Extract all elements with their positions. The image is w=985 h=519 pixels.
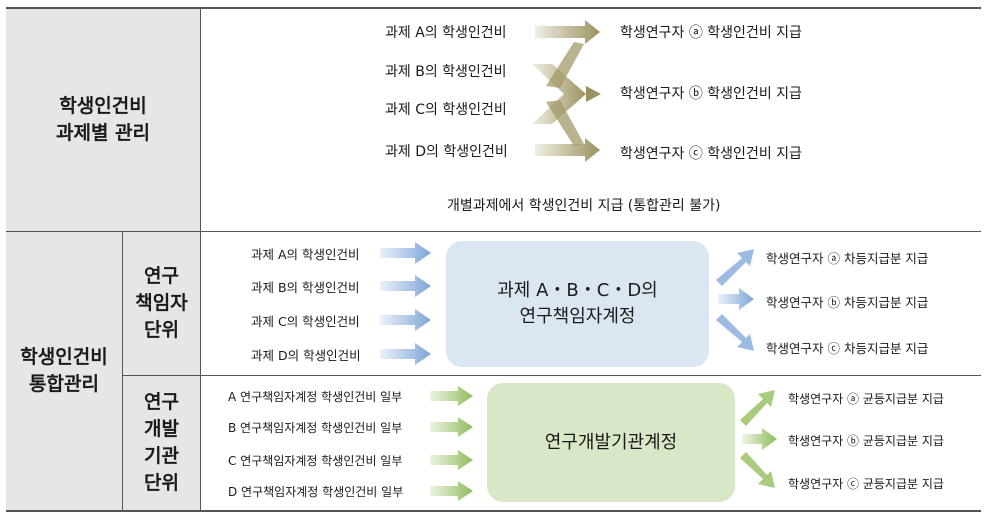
institution-account-box: 연구개발기관계정 — [487, 383, 735, 502]
s2b-arrow-in-d — [430, 481, 473, 501]
s2a-source-d: 과제 D의 학생인건비 — [251, 348, 361, 363]
s2a-source-c: 과제 C의 학생인건비 — [251, 314, 360, 329]
s1-arrow-a — [535, 20, 600, 44]
subsection-divider — [123, 375, 981, 376]
section1-header: 학생인건비 과제별 관리 — [55, 95, 150, 144]
header-cell-bg — [6, 9, 200, 231]
s2a-source-b: 과제 B의 학생인건비 — [251, 280, 360, 295]
s2b-source-c: C 연구책임자계정 학생인건비 일부 — [228, 454, 403, 468]
s2a-arrow-out-b — [718, 288, 754, 310]
s1-target-c: 학생연구자 ⓒ 학생인건비 지급 — [620, 146, 802, 162]
section2-header: 학생인건비 통합관리 — [20, 346, 108, 395]
bottom-border — [6, 510, 981, 512]
s2a-arrow-in-d — [380, 343, 431, 365]
s1-arrow-chevron-down — [546, 100, 584, 146]
s2a-arrow-in-c — [380, 309, 431, 331]
s1-source-d: 과제 D의 학생인건비 — [385, 144, 508, 160]
s2a-source-a: 과제 A의 학생인건비 — [251, 247, 360, 262]
s2b-arrow-out-c — [740, 452, 775, 488]
s1-source-b: 과제 B의 학생인건비 — [385, 64, 507, 80]
s2a-arrow-out-a — [716, 249, 754, 286]
header-cell-bg — [123, 376, 200, 511]
s2b-source-b: B 연구책임자계정 학생인건비 일부 — [228, 421, 403, 435]
s2a-arrow-in-b — [380, 275, 431, 297]
s2a-target-a: 학생연구자 ⓐ 차등지급분 지급 — [766, 251, 929, 266]
institution-unit-header: 연구 개발 기관 단위 — [144, 391, 179, 494]
top-border — [6, 7, 981, 9]
s1-target-b: 학생연구자 ⓑ 학생인건비 지급 — [620, 86, 802, 102]
s2b-source-d: D 연구책임자계정 학생인건비 일부 — [228, 485, 404, 499]
s2a-target-b: 학생연구자 ⓑ 차등지급분 지급 — [766, 295, 929, 310]
header-column-line — [200, 9, 201, 510]
s2a-arrow-in-a — [380, 242, 431, 264]
header-cell-bg — [6, 232, 122, 511]
s2b-target-a: 학생연구자 ⓐ 균등지급분 지급 — [788, 392, 944, 406]
s2a-arrow-out-c — [716, 314, 754, 351]
section-divider — [6, 231, 981, 232]
s1-target-a: 학생연구자 ⓐ 학생인건비 지급 — [620, 25, 802, 41]
s1-source-a: 과제 A의 학생인건비 — [385, 25, 507, 41]
researcher-unit-header: 연구 책임자 단위 — [135, 265, 188, 341]
s2b-target-b: 학생연구자 ⓑ 균등지급분 지급 — [788, 434, 944, 448]
s1-arrow-b-head — [586, 86, 601, 102]
s2b-source-a: A 연구책임자계정 학생인건비 일부 — [228, 390, 403, 404]
s1-arrow-chevron-up — [546, 42, 584, 88]
s2b-arrow-out-b — [742, 428, 777, 450]
s2b-arrow-out-a — [740, 390, 775, 426]
researcher-account-box: 과제 A・B・C・D의 연구책임자계정 — [446, 241, 709, 367]
s1-arrow-d — [535, 138, 600, 162]
s1-source-c: 과제 C의 학생인건비 — [385, 102, 507, 118]
s2b-arrow-in-a — [430, 386, 473, 406]
s2b-arrow-in-b — [430, 417, 473, 437]
s1-note: 개별과제에서 학생인건비 지급 (통합관리 불가) — [447, 198, 721, 214]
subheader-column-line — [122, 232, 123, 510]
s2b-target-c: 학생연구자 ⓒ 균등지급분 지급 — [788, 477, 944, 491]
s2b-arrow-in-c — [430, 450, 473, 470]
s2a-target-c: 학생연구자 ⓒ 차등지급분 지급 — [766, 341, 929, 356]
header-cell-bg — [123, 232, 200, 375]
